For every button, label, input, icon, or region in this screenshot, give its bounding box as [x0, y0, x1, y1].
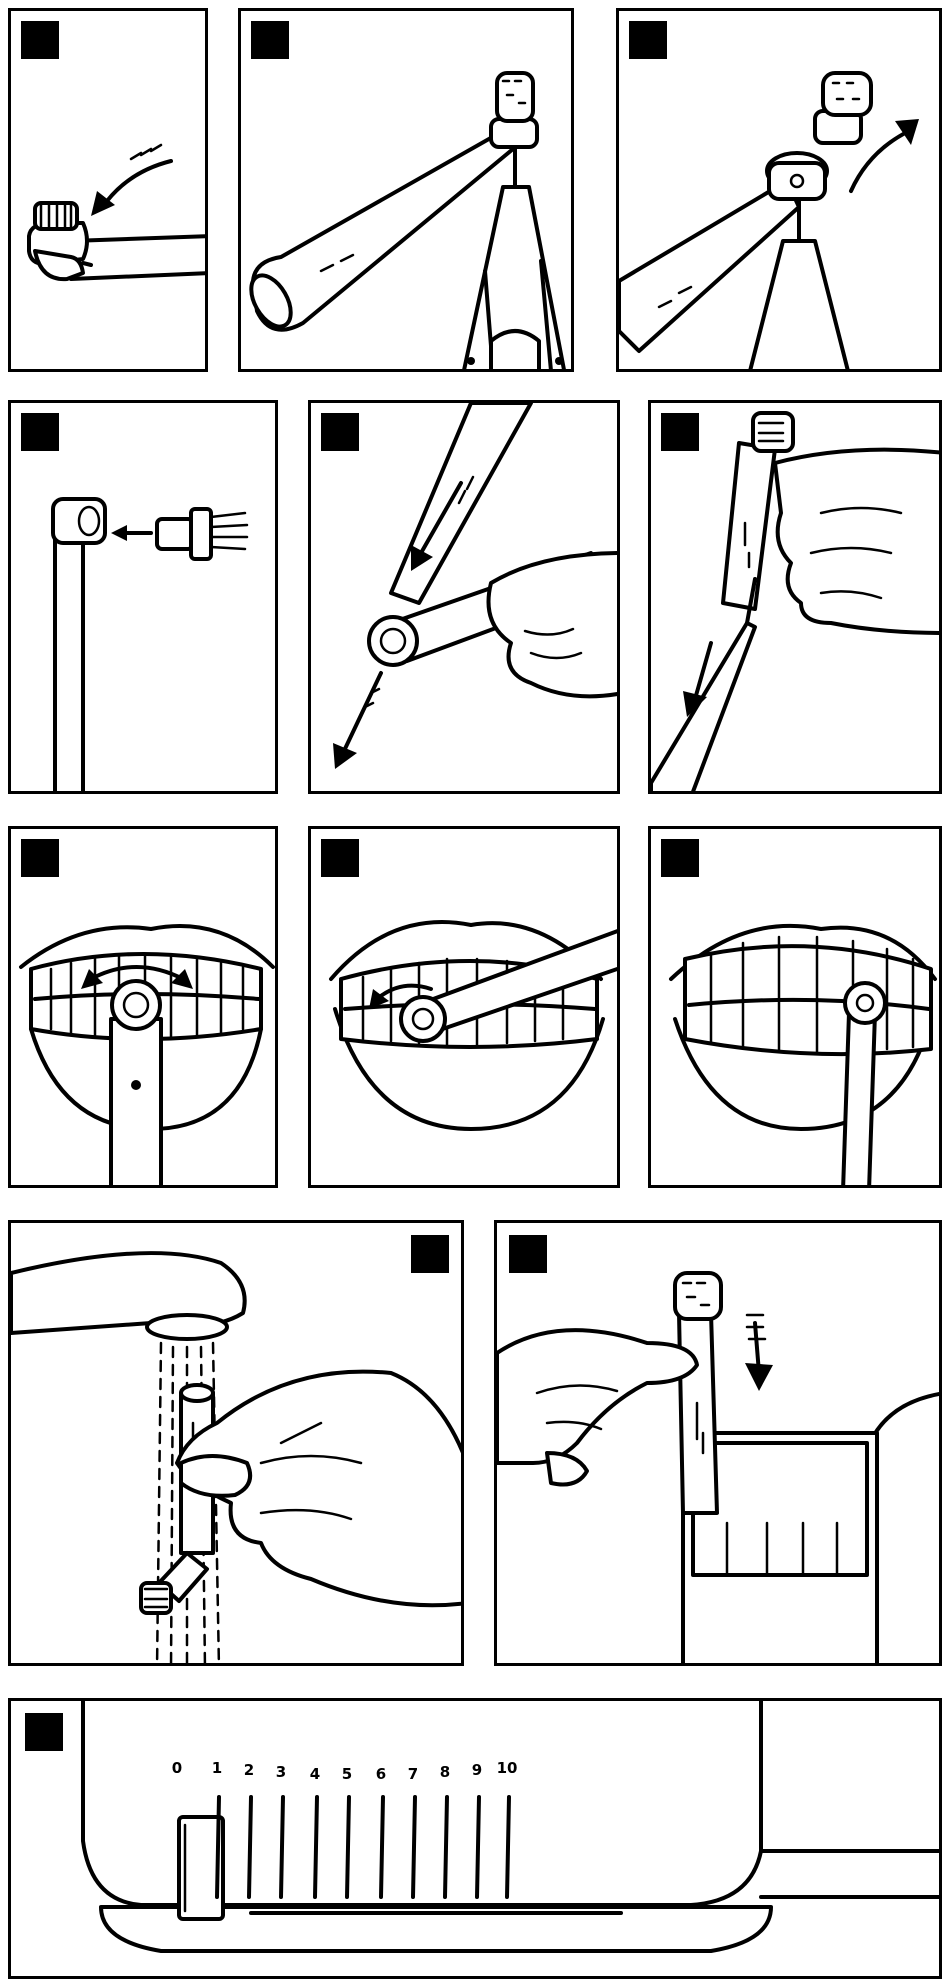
scale-label-8: 8 — [440, 1763, 450, 1781]
back-teeth-illustration — [651, 829, 942, 1188]
front-teeth-illustration — [11, 829, 278, 1188]
scale-label-5: 5 — [342, 1765, 352, 1783]
scale-tick-7 — [413, 1797, 415, 1897]
scale-tick-8 — [445, 1797, 447, 1897]
remove-head-illustration — [619, 11, 942, 372]
rinse-illustration — [11, 1223, 464, 1666]
scale-tick-10 — [507, 1797, 509, 1897]
scale-label-9: 9 — [472, 1761, 482, 1779]
panel-store-in-holder — [494, 1220, 942, 1666]
scale-tick-3 — [281, 1797, 283, 1897]
panel-attach-brush-head — [8, 8, 208, 372]
timer-base-illustration — [11, 1701, 942, 1979]
scale-label-0: 0 — [172, 1759, 182, 1777]
panel-brush-back-teeth — [648, 826, 942, 1188]
pull-off-illustration — [651, 403, 942, 794]
scale-label-10: 10 — [497, 1759, 518, 1777]
panel-brush-front-teeth — [8, 826, 278, 1188]
insert-head-illustration — [11, 403, 278, 794]
inner-surface-illustration — [311, 829, 620, 1188]
scale-tick-9 — [477, 1797, 479, 1897]
scale-label-2: 2 — [244, 1761, 254, 1779]
scale-label-3: 3 — [276, 1763, 286, 1781]
scale-label-7: 7 — [408, 1765, 418, 1783]
brush-stand-illustration — [241, 11, 574, 372]
press-release-illustration — [311, 403, 620, 794]
panel-timer-scale: 0 1 2 3 4 5 6 7 8 9 10 — [8, 1698, 942, 1979]
panel-brush-on-stand — [238, 8, 574, 372]
scale-tick-2 — [249, 1797, 251, 1897]
panel-brush-inner-surface — [308, 826, 620, 1188]
scale-label-4: 4 — [310, 1765, 320, 1783]
panel-press-release — [308, 400, 620, 794]
panel-rinse-under-tap — [8, 1220, 464, 1666]
scale-label-6: 6 — [376, 1765, 386, 1783]
scale-tick-1 — [217, 1797, 219, 1897]
scale-label-1: 1 — [212, 1759, 222, 1777]
panel-insert-brush-head — [8, 400, 278, 794]
scale-tick-4 — [315, 1797, 317, 1897]
scale-tick-6 — [381, 1797, 383, 1897]
store-holder-illustration — [497, 1223, 942, 1666]
brush-head-attach-illustration — [11, 11, 208, 372]
scale-tick-5 — [347, 1797, 349, 1897]
panel-pull-off-handle — [648, 400, 942, 794]
panel-remove-brush-head — [616, 8, 942, 372]
